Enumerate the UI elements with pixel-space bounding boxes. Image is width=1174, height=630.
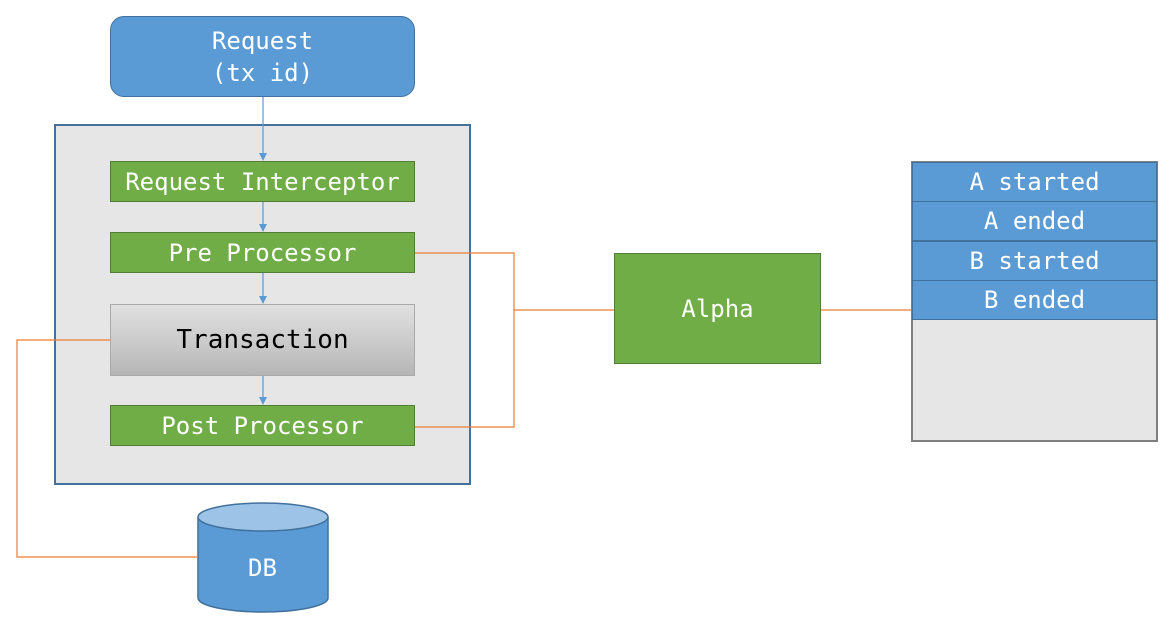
request-node: Request (tx id) — [110, 16, 415, 97]
request-interceptor-label: Request Interceptor — [125, 167, 400, 196]
pre-processor-node: Pre Processor — [110, 232, 415, 273]
log-entry: A started — [912, 162, 1157, 202]
request-tx-id-label: (tx id) — [211, 58, 314, 87]
post-processor-node: Post Processor — [110, 405, 415, 446]
alpha-node: Alpha — [614, 253, 821, 364]
log-entry: B started — [912, 241, 1157, 281]
log-entry: A ended — [912, 201, 1157, 241]
alpha-label: Alpha — [681, 294, 754, 323]
post-processor-label: Post Processor — [161, 411, 364, 440]
transaction-node: Transaction — [110, 304, 415, 376]
db-label: DB — [248, 554, 277, 582]
log-entry: B ended — [912, 280, 1157, 320]
request-interceptor-node: Request Interceptor — [110, 161, 415, 202]
transaction-label: Transaction — [176, 325, 349, 355]
request-label: Request — [211, 26, 314, 55]
pre-processor-label: Pre Processor — [168, 238, 357, 267]
